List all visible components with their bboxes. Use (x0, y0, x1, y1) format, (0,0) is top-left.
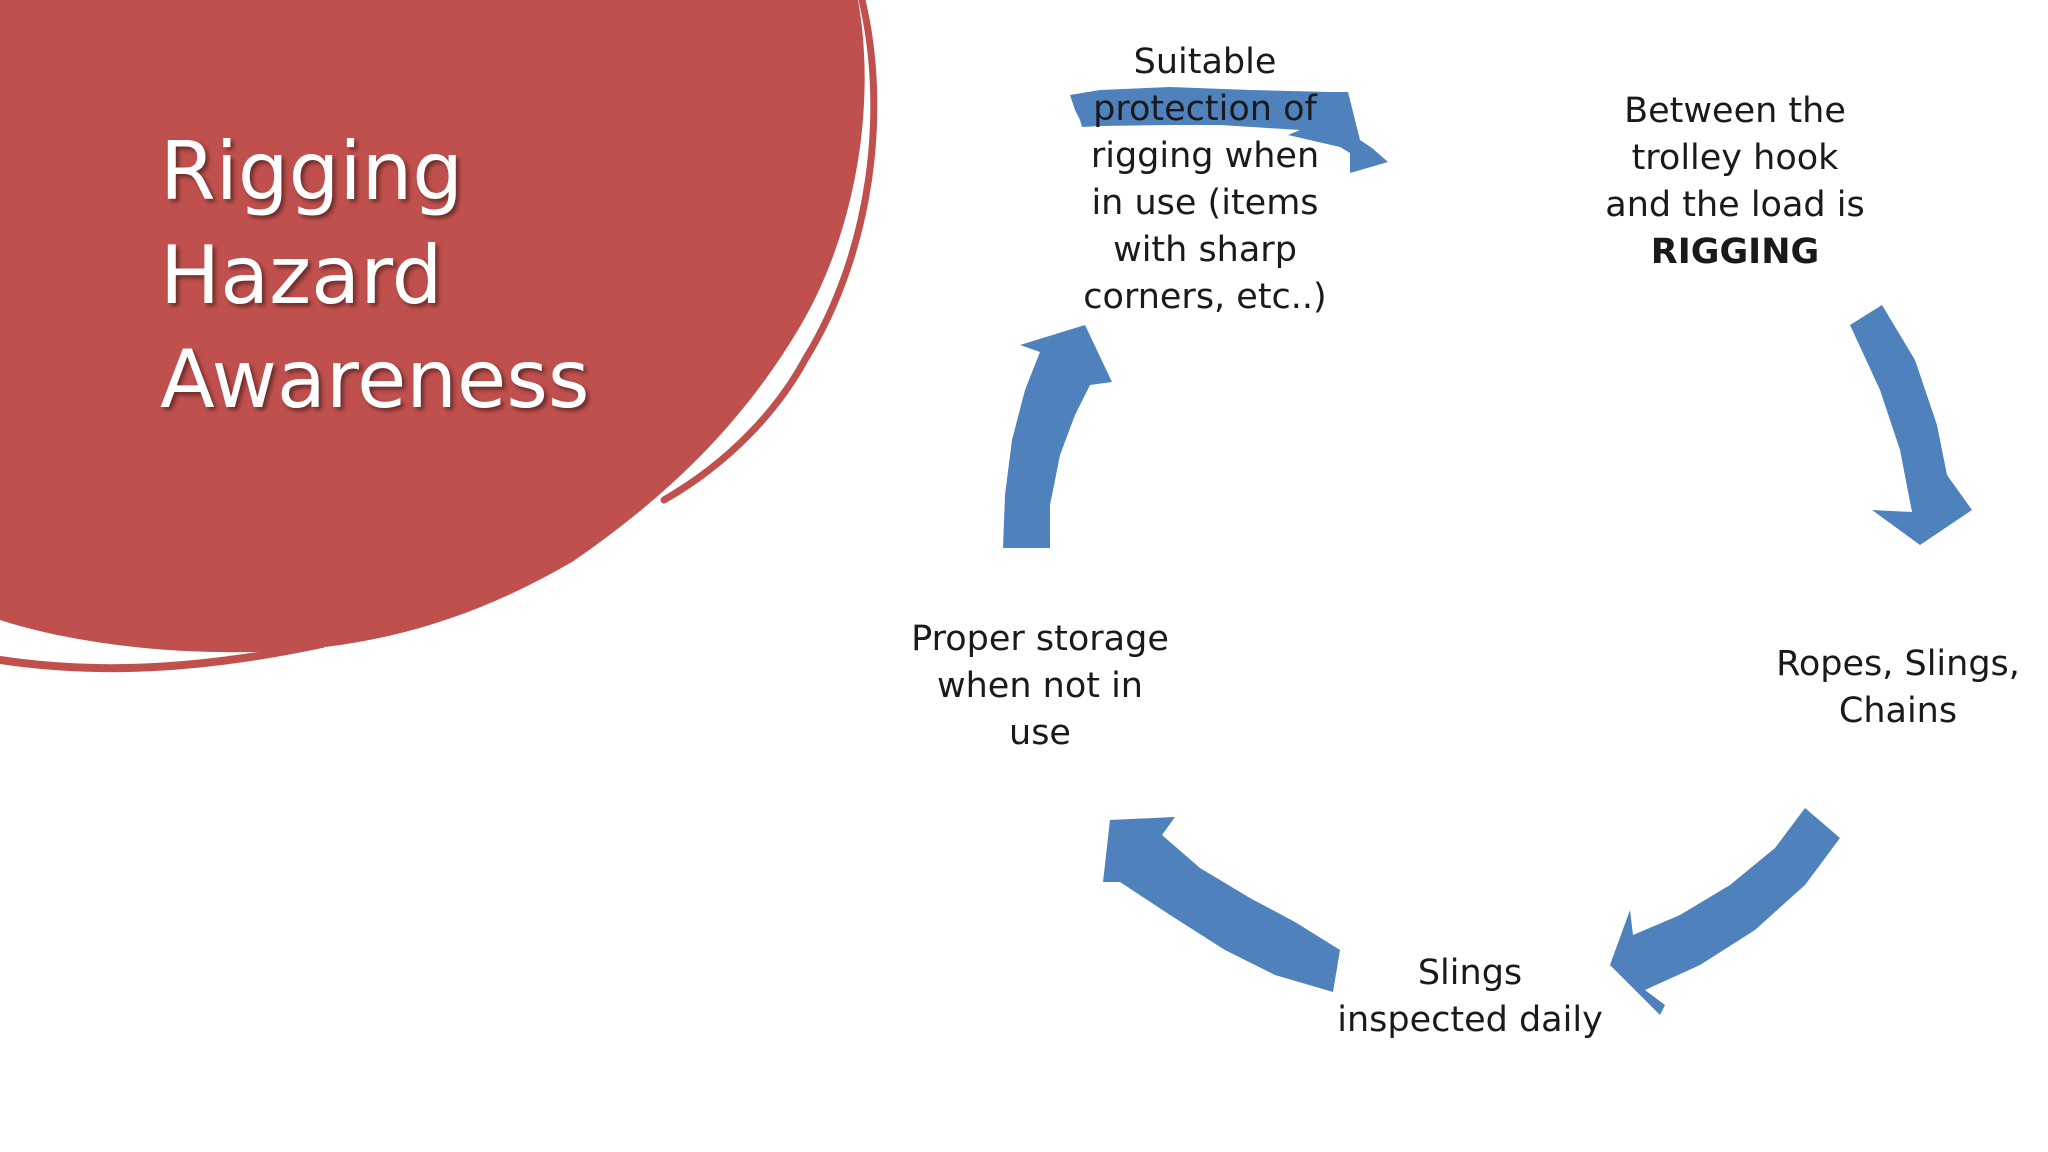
cycle-arrow-left (1003, 325, 1112, 548)
slide-title: Rigging Hazard Awareness (160, 120, 590, 432)
cycle-arrow-lower-right (1610, 808, 1840, 1015)
node-text-line: rigging when (1090, 136, 1320, 176)
node-text-line: trolley hook (1631, 138, 1839, 178)
red-swoosh-upper (660, 0, 878, 504)
title-line-2: Hazard (160, 229, 443, 322)
node-text-line: Ropes, Slings, (1776, 644, 2020, 684)
cycle-arrow-right (1850, 305, 1972, 545)
node-text-line: and the load is (1605, 185, 1865, 225)
node-text-line: with sharp (1113, 230, 1297, 270)
node-text-line: when not in (936, 666, 1143, 706)
cycle-node-equipment-types: Ropes, Slings, Chains (1768, 641, 2028, 735)
cycle-arrow-bottom (1103, 817, 1340, 992)
node-text-line: Slings (1417, 953, 1523, 993)
cycle-node-protection: Suitable protection of rigging when in u… (1070, 39, 1340, 321)
title-line-3: Awareness (160, 333, 590, 426)
cycle-node-rigging-definition: Between the trolley hook and the load is… (1600, 88, 1870, 276)
cycle-node-daily-inspection: Slings inspected daily (1320, 950, 1620, 1044)
node-text-line: Proper storage (911, 619, 1169, 659)
node-text-line: Between the (1624, 91, 1846, 131)
node-emphasis-text: RIGGING (1650, 232, 1820, 272)
red-swoosh-lower (0, 640, 326, 673)
node-text-line: protection of (1093, 89, 1317, 129)
cycle-arrow-top (1070, 87, 1388, 173)
node-text-line: use (1009, 713, 1071, 753)
cycle-node-storage: Proper storage when not in use (900, 616, 1180, 757)
title-line-1: Rigging (160, 125, 464, 218)
node-text-line: corners, etc..) (1083, 277, 1327, 317)
node-text-line: Chains (1838, 691, 1958, 731)
red-title-blob (0, 0, 865, 653)
node-text-line: inspected daily (1337, 1000, 1603, 1040)
node-text-line: Suitable (1133, 42, 1277, 82)
node-text-line: in use (items (1091, 183, 1319, 223)
